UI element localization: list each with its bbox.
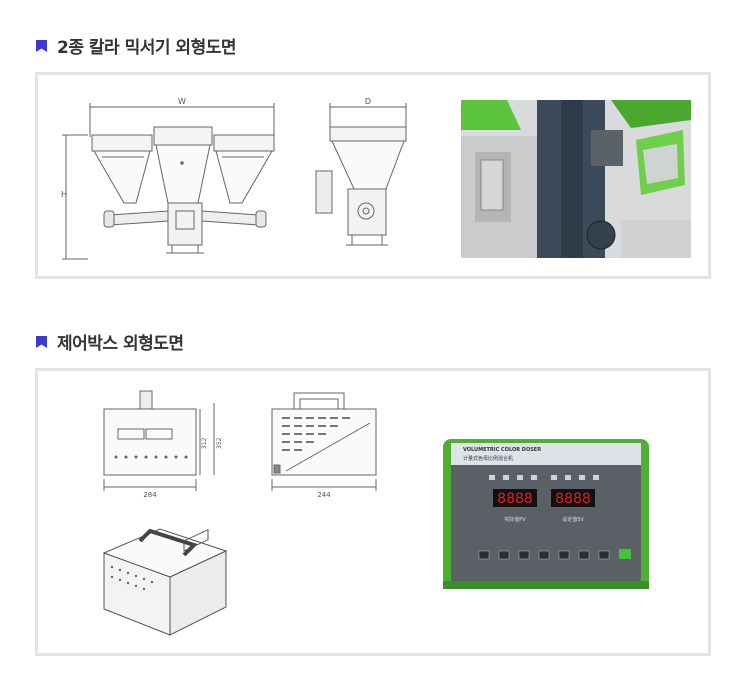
dimension-label-height: H — [61, 190, 67, 199]
dimension-label-height-a: 312 — [201, 437, 208, 449]
control-box-photo: VOLUMETRIC COLOR DOSER 计量式色母比例混合机 8888 8… — [443, 439, 649, 589]
control-box-front-drawing: 284 312 352 — [103, 390, 223, 497]
device-title: VOLUMETRIC COLOR DOSER — [463, 447, 541, 453]
dimension-label-height-b: 352 — [216, 437, 223, 449]
display-right-value: 8888 — [555, 491, 591, 507]
section-title: 2종 칼라 믹서기 외형도면 — [57, 38, 236, 58]
dimension-label-front-width: 284 — [143, 491, 157, 497]
display-left-label: 实际值PV — [504, 516, 526, 523]
control-box-side-drawing: 244 — [271, 392, 377, 497]
display-left-value: 8888 — [497, 491, 533, 507]
bookmark-icon — [36, 335, 47, 348]
bookmark-icon — [36, 39, 47, 52]
mixer-drawing-panel: W H D — [35, 72, 711, 279]
section-heading-mixer: 2종 칼라 믹서기 외형도면 — [36, 33, 236, 58]
mixer-front-view-drawing: W H — [61, 97, 275, 260]
mixer-photo — [461, 100, 691, 258]
display-right-label: 设定值SV — [562, 516, 584, 523]
control-box-drawing-panel: 284 312 352 244 — [35, 368, 711, 656]
dimension-label-depth: D — [365, 97, 371, 106]
dimension-label-side-width: 244 — [317, 491, 331, 497]
section-title: 제어박스 외형도면 — [57, 334, 184, 354]
section-heading-control-box: 제어박스 외형도면 — [36, 329, 184, 354]
mixer-side-view-drawing: D — [315, 97, 407, 246]
control-box-isometric-drawing — [102, 528, 228, 636]
dimension-label-width: W — [178, 97, 186, 106]
device-subtitle: 计量式色母比例混合机 — [463, 455, 513, 462]
